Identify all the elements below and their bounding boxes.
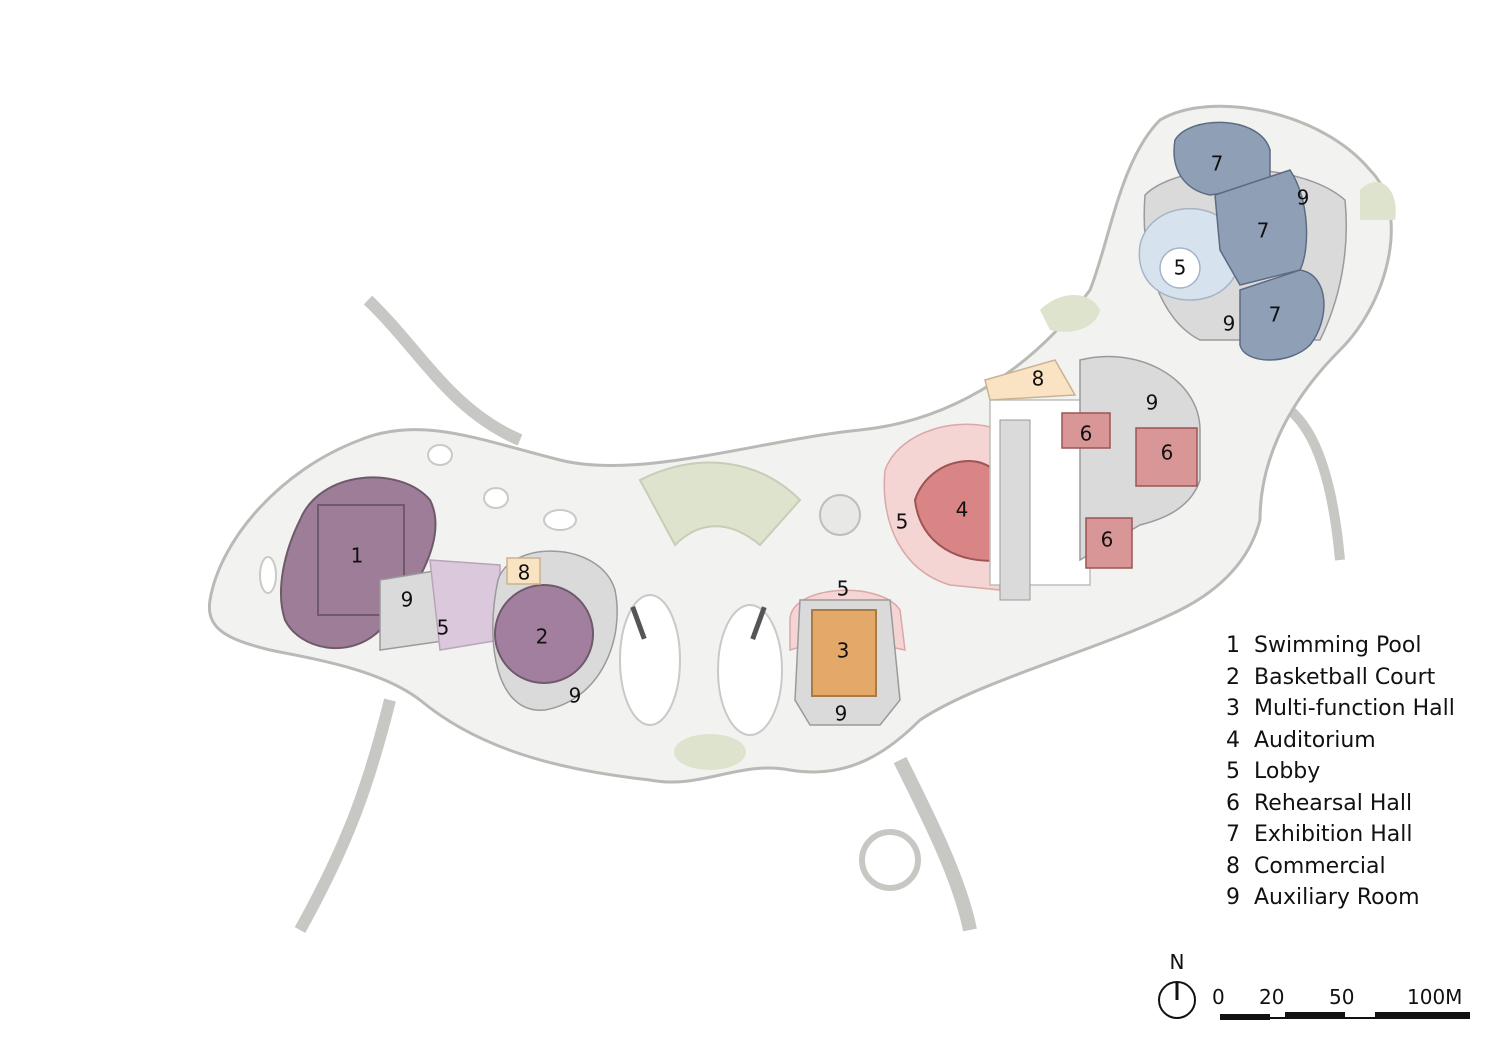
rehearsal-hall-1	[1061, 412, 1111, 449]
stair-3	[630, 605, 647, 640]
zone-label-auxiliary-central: 9	[835, 702, 848, 726]
north-arrow-icon	[1158, 981, 1196, 1019]
round-feature	[819, 494, 861, 536]
north-label: N	[1169, 950, 1185, 974]
zone-label-rehearsal-3: 6	[1101, 528, 1114, 552]
exhibition-hall-north	[1173, 121, 1271, 196]
courtyard-6	[259, 556, 277, 594]
road-south-west	[294, 698, 396, 933]
exhibition-hall-central	[1214, 169, 1308, 286]
zone-label-rehearsal-1: 6	[1080, 422, 1093, 446]
landscape-south	[674, 734, 746, 770]
courtyard-3	[427, 444, 453, 466]
zone-label-exhibition-central: 7	[1257, 219, 1270, 243]
scale-tick-100m: 100M	[1407, 985, 1463, 1009]
north-indicator: N	[1155, 950, 1199, 974]
auditorium-auxiliary	[999, 419, 1031, 601]
zone-label-basketball: 2	[536, 625, 549, 649]
landscape-amphitheater	[638, 461, 802, 547]
zone-label-auxiliary-basketball: 9	[569, 684, 582, 708]
scale-tick-0: 0	[1212, 985, 1225, 1009]
pool-lanes	[317, 504, 405, 616]
zone-label-lobby-east: 5	[1174, 256, 1187, 280]
commercial-west	[506, 557, 541, 585]
road-south	[893, 756, 977, 932]
roundabout	[859, 829, 921, 891]
rehearsal-hall-3	[1085, 517, 1133, 569]
lobby-east-core	[1159, 247, 1201, 289]
multi-function-hall	[811, 609, 877, 697]
zone-label-auxiliary-exhibition-north: 9	[1297, 186, 1310, 210]
zone-label-lobby-auditorium: 5	[896, 510, 909, 534]
basketball-court	[494, 584, 594, 684]
zone-label-exhibition-north: 7	[1211, 152, 1224, 176]
scale-bar	[1220, 1012, 1470, 1020]
zone-label-auditorium: 4	[956, 498, 969, 522]
scale-tick-50: 50	[1329, 985, 1355, 1009]
zone-label-swimming-pool: 1	[351, 544, 364, 568]
scale-tick-20: 20	[1259, 985, 1285, 1009]
zone-label-multi-function: 3	[837, 639, 850, 663]
stair-4	[750, 606, 767, 641]
zone-label-exhibition-south: 7	[1269, 303, 1282, 327]
landscape-east-corner	[1360, 181, 1396, 220]
courtyard-1	[619, 594, 681, 726]
exhibition-hall-south	[1239, 269, 1325, 361]
rehearsal-hall-2	[1135, 427, 1198, 487]
zone-label-lobby-central: 5	[837, 577, 850, 601]
road-north-west	[363, 295, 523, 446]
zone-label-auxiliary-west: 9	[401, 588, 414, 612]
landscape-northeast	[1040, 295, 1100, 332]
zone-label-auxiliary-exhibition-south: 9	[1223, 312, 1236, 336]
zone-label-rehearsal-2: 6	[1161, 441, 1174, 465]
scale-labels: 0 20 50 100M	[1212, 985, 1482, 1011]
zone-label-commercial-east: 8	[1032, 367, 1045, 391]
zone-label-auxiliary-east: 9	[1146, 391, 1159, 415]
commercial-east	[984, 359, 1077, 401]
courtyard-4	[483, 487, 509, 509]
zone-label-lobby-west: 5	[437, 616, 450, 640]
courtyard-5	[543, 509, 577, 531]
zone-label-commercial-west: 8	[518, 561, 531, 585]
courtyard-2	[717, 604, 783, 736]
